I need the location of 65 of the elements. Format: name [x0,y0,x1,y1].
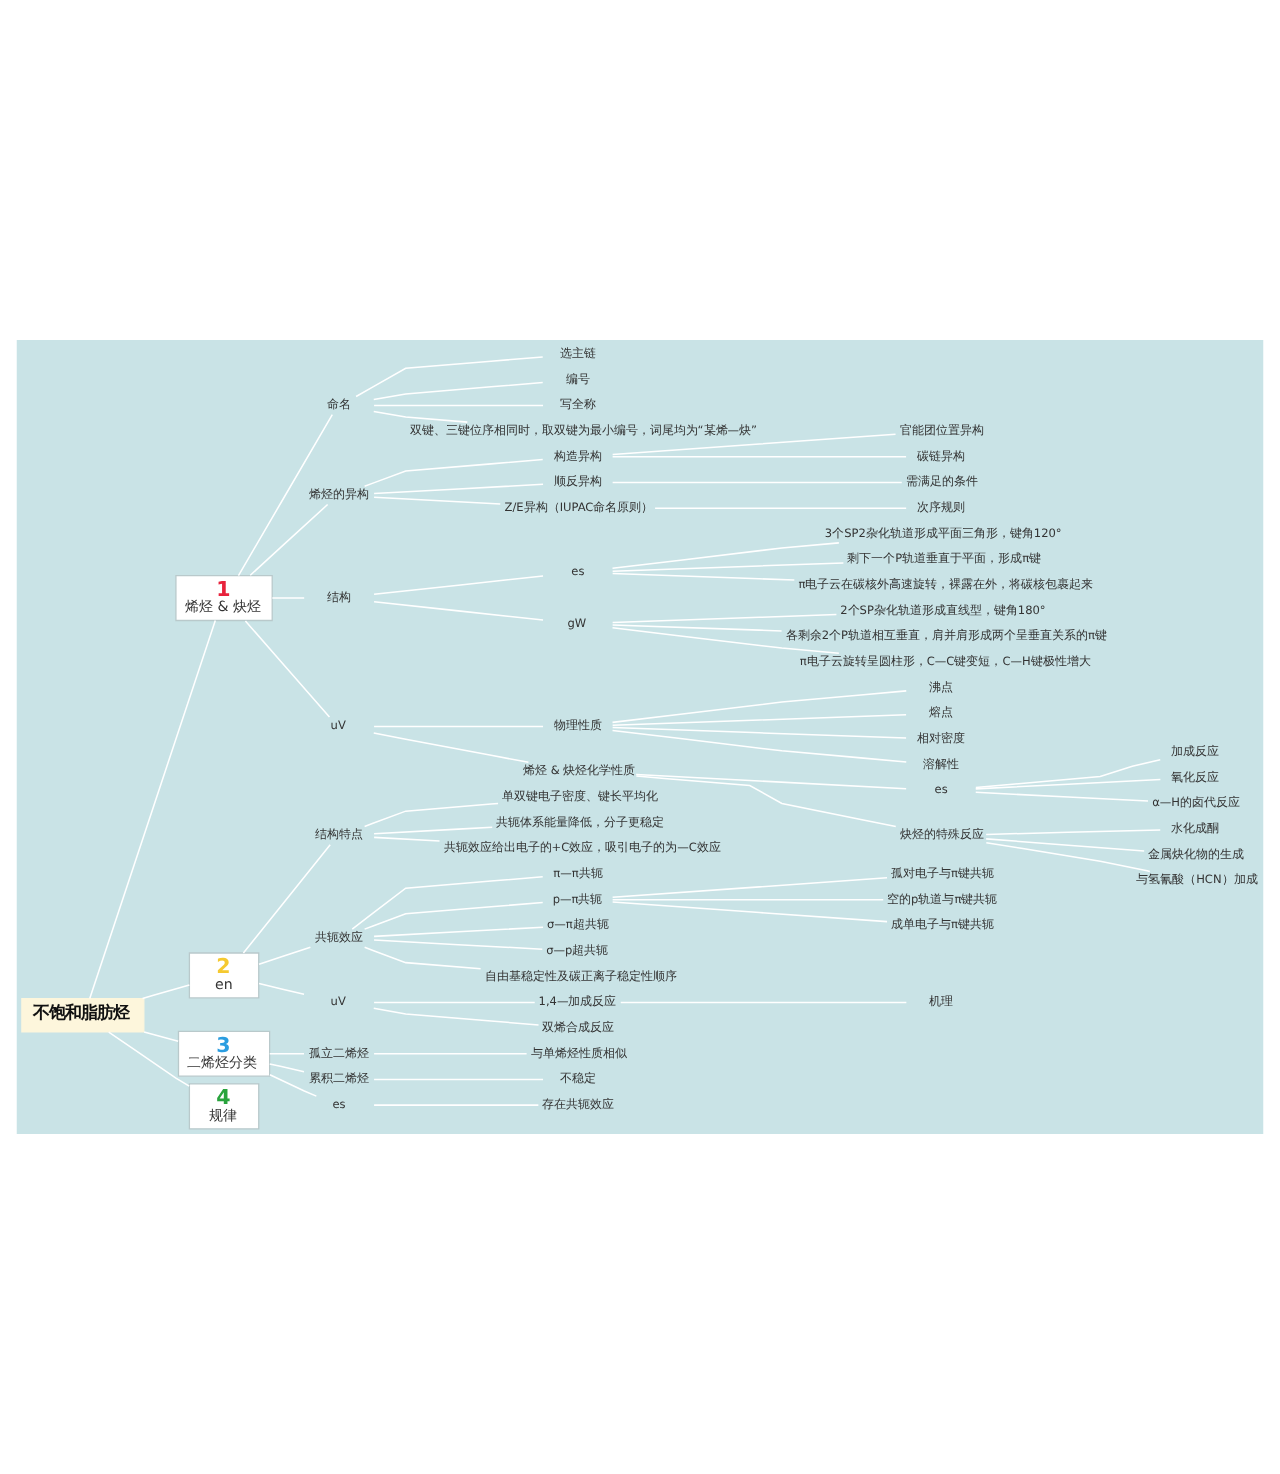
connector [258,946,312,966]
connector [373,732,530,764]
connector [611,901,888,923]
connector [143,1031,179,1043]
connector [269,1074,318,1097]
connector [985,838,1145,852]
connector [620,1001,908,1004]
connector [611,898,884,901]
connector [373,1078,544,1081]
connector [89,619,217,1000]
connector [985,829,1162,836]
connector [373,826,493,835]
node-box: 不饱和脂肪烃 [21,997,145,1033]
connector [974,791,1149,802]
connector [373,496,502,505]
connector [271,597,305,599]
connector [242,844,331,954]
connector [363,901,544,930]
connector [373,575,544,596]
connector [974,778,1162,790]
connector [373,1104,540,1106]
connector [373,381,544,401]
connector [107,1031,190,1087]
connector [268,1063,305,1073]
connector [373,483,544,495]
connector [363,458,544,488]
connector [611,624,783,632]
connector [611,613,838,624]
connector [611,481,903,484]
connector [373,410,469,423]
connector [611,542,840,570]
connector [351,876,544,930]
connector [611,562,845,572]
connector [611,690,908,724]
connector [635,773,907,790]
connector [654,507,907,509]
connector [611,456,907,458]
connector [611,626,840,654]
connector [268,1053,305,1055]
connector [249,503,329,576]
connector [258,982,305,996]
connector [373,404,544,407]
connector [985,841,1151,873]
connector [373,926,544,938]
connector [611,714,907,726]
connector [363,946,482,970]
connector [611,877,888,899]
connector [373,1053,528,1055]
connector [373,836,441,842]
connector [373,1001,536,1004]
connector [363,802,499,828]
connector [611,729,908,763]
connector [373,1007,540,1026]
connector [611,433,897,456]
connector [611,726,907,739]
connector [373,725,544,728]
connector [975,759,1161,789]
connector [373,600,544,621]
connector [244,620,331,718]
connector [355,356,544,398]
connector [141,984,191,1000]
connector [611,572,796,581]
connector [373,939,544,950]
connector [635,775,897,828]
connector [237,413,334,577]
